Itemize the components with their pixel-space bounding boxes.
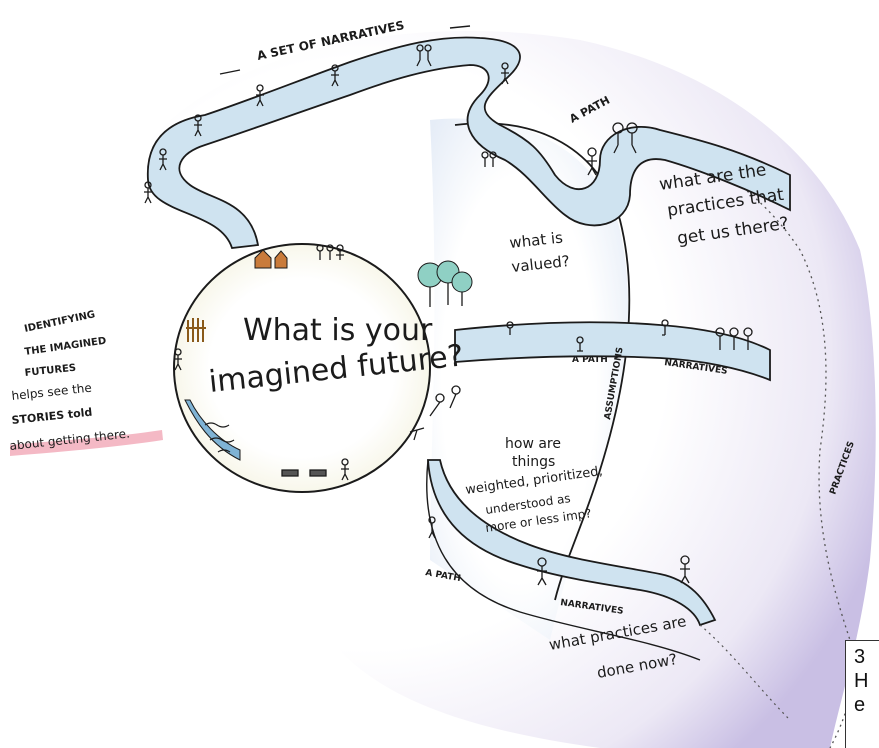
middle-path-label: A PATH [572,355,608,365]
question-weighted-1: how are [505,436,561,452]
left-note-4: helps see the [11,381,93,403]
caption-line-1: 3 [854,645,879,669]
center-question-line1: What is your [243,313,433,348]
question-weighted-2: things [512,454,555,470]
caption-line-3: e [854,693,879,717]
left-note-5: STORIES told [11,406,93,427]
left-note-1: IDENTIFYING [23,309,96,335]
arrow-line-top [220,70,240,74]
left-note-2: THE IMAGINED [24,336,107,358]
left-note-3: FUTURES [24,363,77,379]
caption-box-fragment: 3 H e [845,640,879,748]
arrow-line-top-right [450,26,470,28]
caption-line-2: H [854,669,879,693]
